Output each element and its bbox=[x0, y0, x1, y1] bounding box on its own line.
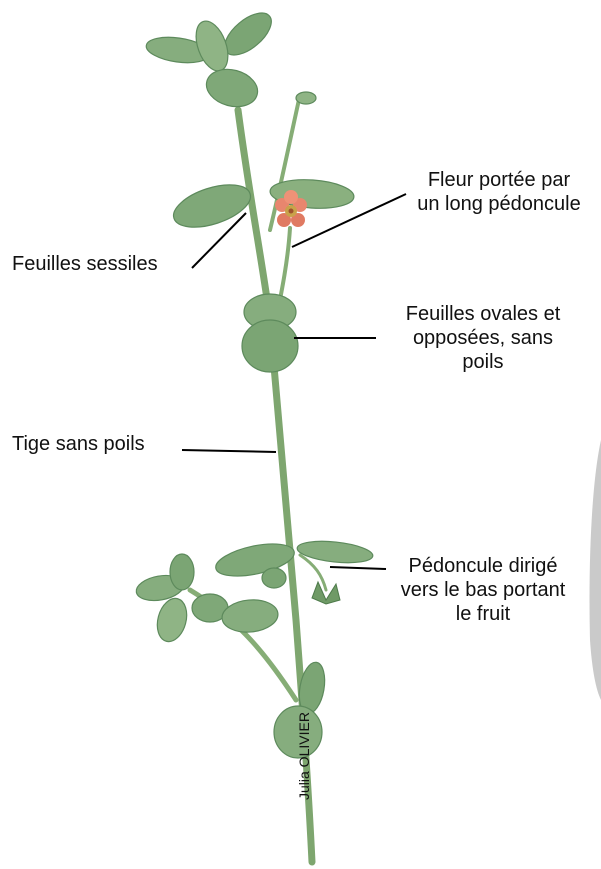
label-flower-line-2: un long pédoncule bbox=[394, 192, 601, 216]
background-shape bbox=[589, 440, 601, 700]
label-stem: Tige sans poils bbox=[12, 432, 145, 456]
leaf bbox=[262, 568, 286, 588]
label-oval-line-1: Feuilles ovales et bbox=[378, 302, 588, 326]
leaf bbox=[170, 554, 194, 590]
label-peduncle-line-1: Pédoncule dirigé bbox=[378, 554, 588, 578]
label-peduncle-line-3: le fruit bbox=[378, 602, 588, 626]
leaf bbox=[221, 598, 280, 635]
label-peduncle-line-2: vers le bas portant bbox=[378, 578, 588, 602]
label-oval-line-3: poils bbox=[378, 350, 588, 374]
label-flower-line-1: Fleur portée par bbox=[394, 168, 601, 192]
label-oval-line-2: opposées, sans bbox=[378, 326, 588, 350]
leaf bbox=[202, 64, 262, 112]
leader-lines bbox=[182, 194, 406, 569]
leader-stem bbox=[182, 450, 276, 452]
label-peduncle: Pédoncule dirigé vers le bas portant le … bbox=[378, 554, 588, 626]
leaf bbox=[242, 320, 298, 372]
leaf bbox=[153, 595, 191, 645]
leaf bbox=[168, 177, 255, 236]
label-flower: Fleur portée par un long pédoncule bbox=[394, 168, 601, 216]
leaf bbox=[296, 92, 316, 104]
label-sessile-leaves: Feuilles sessiles bbox=[12, 252, 158, 276]
artist-credit: Julia OLIVIER bbox=[296, 712, 312, 800]
label-oval-leaves: Feuilles ovales et opposées, sans poils bbox=[378, 302, 588, 374]
